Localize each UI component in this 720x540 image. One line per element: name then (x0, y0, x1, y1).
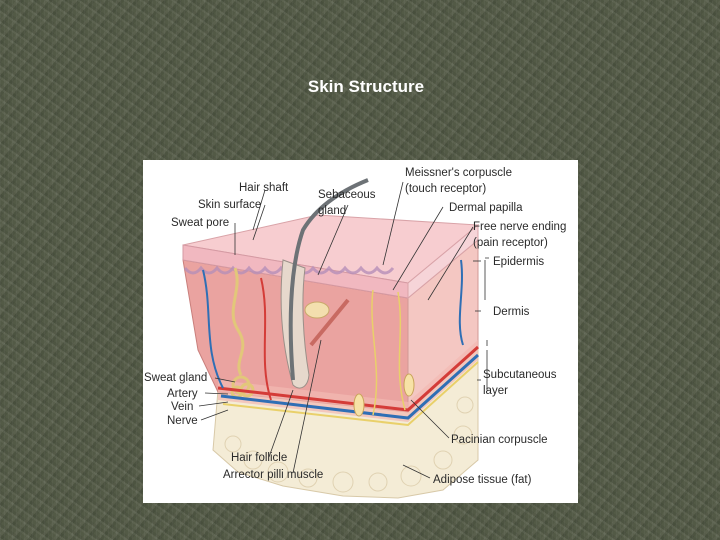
label-sebaceous-gland-line1: Sebaceous (318, 189, 376, 201)
dermal-vessel-1 (202, 269, 224, 389)
label-sweat-gland: Sweat gland (144, 372, 207, 384)
arrector-pili-muscle-shape (309, 298, 350, 347)
pacinian-corpuscle-2 (403, 373, 415, 397)
skin-diagram-figure: Hair shaft Skin surface Sweat pore Sebac… (143, 160, 578, 503)
label-skin-surface: Skin surface (198, 199, 261, 211)
label-free-nerve-ending-line2: (pain receptor) (473, 237, 548, 249)
leader-lines (198, 181, 481, 479)
label-free-nerve-ending-line1: Free nerve ending (473, 221, 566, 233)
dermal-vessel-2 (260, 277, 272, 401)
label-subcutaneous-layer-line2: layer (483, 385, 508, 397)
label-hair-shaft: Hair shaft (239, 182, 289, 194)
pacinian-corpuscle-1 (353, 393, 365, 417)
label-meissners-corpuscle-line1: Meissner's corpuscle (405, 167, 512, 179)
vein-vessel (220, 353, 480, 420)
skin-cross-section-diagram: Hair shaft Skin surface Sweat pore Sebac… (144, 167, 566, 499)
label-sebaceous-gland-line2: gland (318, 205, 346, 217)
label-sweat-pore: Sweat pore (171, 217, 229, 229)
label-arrector-pili-muscle: Arrector pilli muscle (223, 469, 323, 481)
sweat-duct (231, 267, 245, 376)
label-subcutaneous-layer-line1: Subcutaneous (483, 369, 557, 381)
nerve-fiber (222, 361, 479, 427)
label-meissners-corpuscle-line2: (touch receptor) (405, 183, 486, 195)
label-hair-follicle: Hair follicle (231, 452, 287, 464)
label-nerve: Nerve (167, 415, 198, 427)
label-artery: Artery (167, 388, 198, 400)
hair-shaft-shape (288, 178, 369, 381)
epidermis-side-edge (407, 223, 479, 300)
label-dermal-papilla: Dermal papilla (449, 202, 523, 214)
label-vein: Vein (171, 401, 193, 413)
fat-globules (224, 396, 474, 493)
layer-bracket (484, 257, 489, 390)
slide-title: Skin Structure (307, 77, 425, 96)
dermal-vessel-3 (458, 259, 464, 346)
label-epidermis: Epidermis (493, 256, 544, 268)
sebaceous-gland-shape (304, 301, 330, 319)
artery-vessel (217, 345, 480, 412)
meissner-nerve-fiber (397, 291, 406, 411)
label-adipose-tissue: Adipose tissue (fat) (433, 474, 532, 486)
label-dermis: Dermis (493, 306, 530, 318)
free-nerve-ending-fiber (371, 289, 378, 416)
hair-follicle-shape (280, 259, 310, 389)
label-pacinian-corpuscle: Pacinian corpuscle (451, 434, 548, 446)
